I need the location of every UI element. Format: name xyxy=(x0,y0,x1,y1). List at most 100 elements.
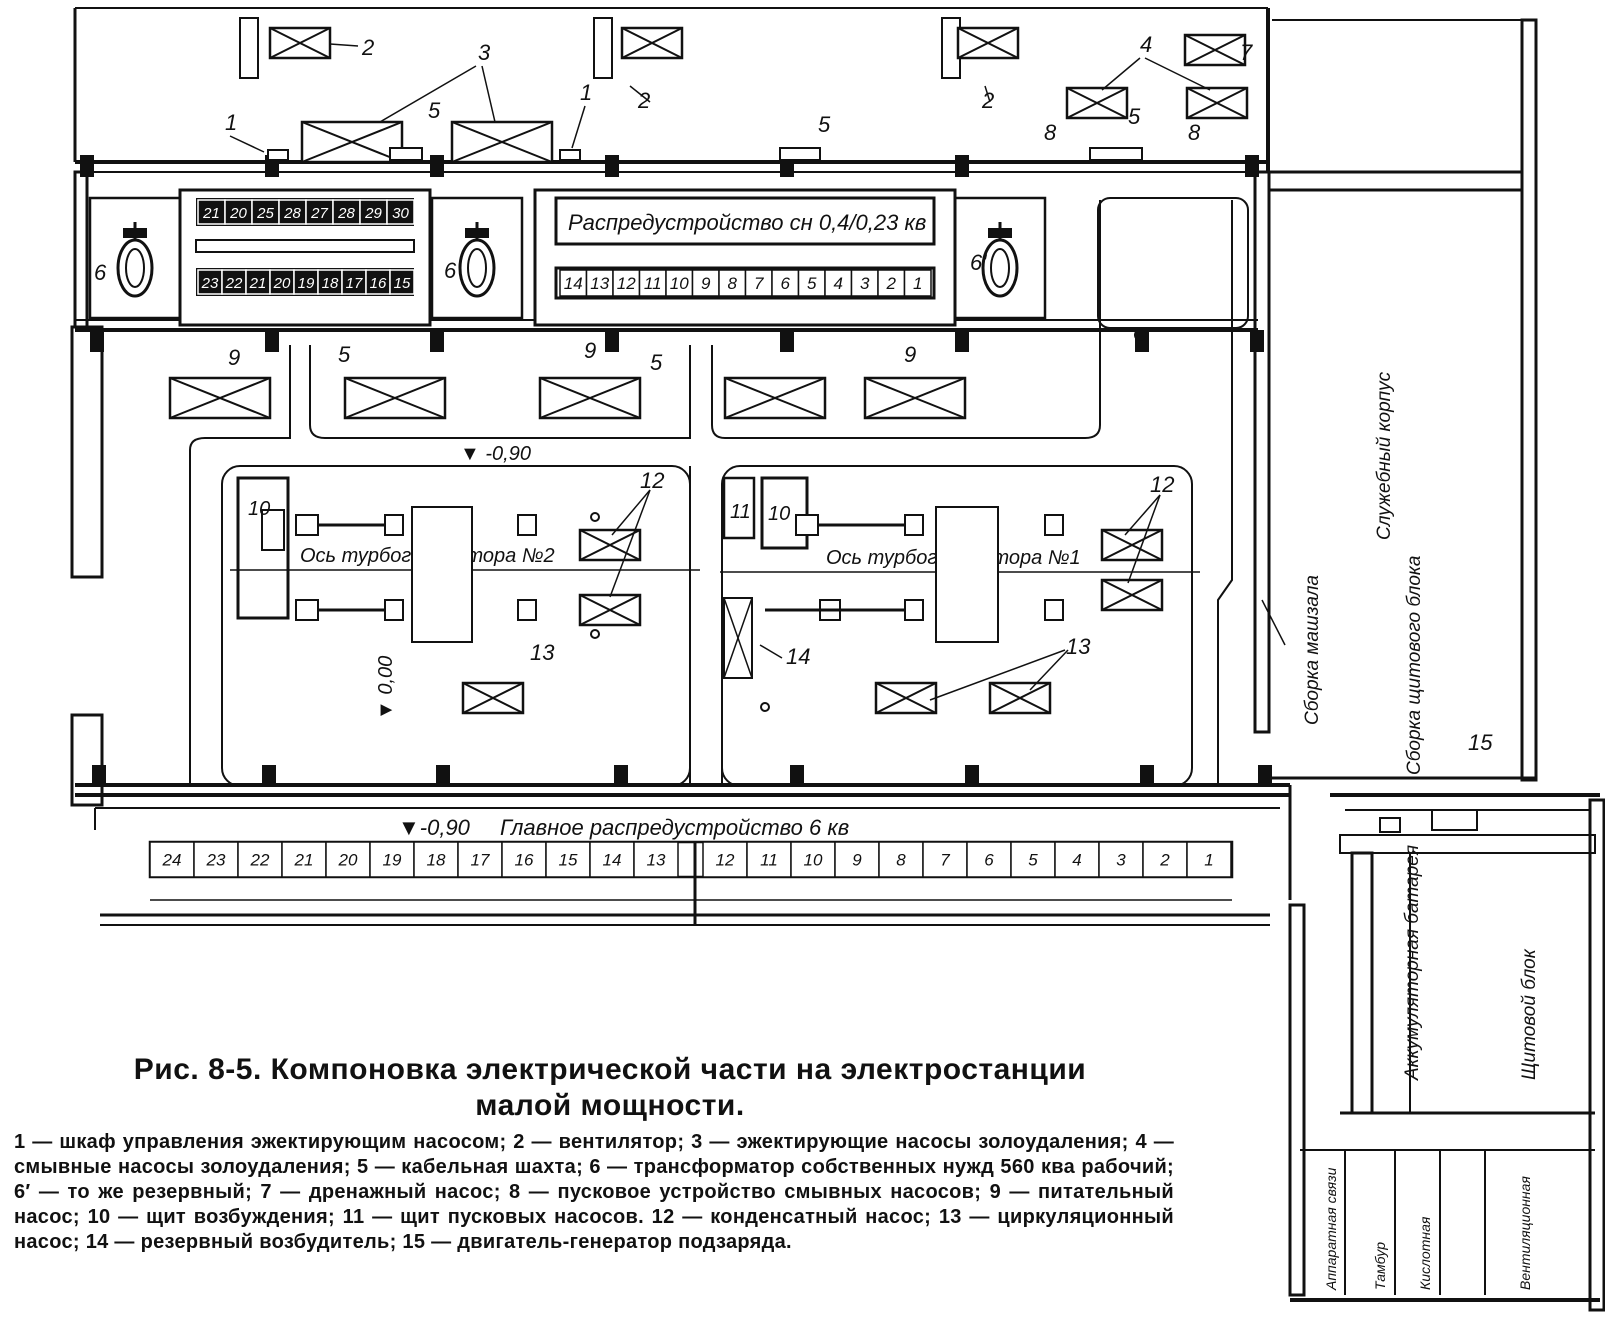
sw04-right-cell-label: 4 xyxy=(834,274,843,293)
sw04-right-cell-label: 11 xyxy=(644,274,662,293)
sw04-right-cell-label: 7 xyxy=(754,274,764,293)
sw04-right-cell-label: 2 xyxy=(886,274,897,293)
sw04-lower-cell-label: 23 xyxy=(201,275,219,292)
main-left-cell-label: 21 xyxy=(294,851,314,870)
main-right-cell-label: 9 xyxy=(852,851,862,870)
sw04-right-cell xyxy=(824,269,853,297)
sw04-right-cell xyxy=(797,269,826,297)
main-left-cell-label: 22 xyxy=(250,851,270,870)
sw04-upper-cell xyxy=(197,199,226,225)
sw04-lower-cell-label: 20 xyxy=(273,275,291,292)
sw04-upper-cell-label: 20 xyxy=(229,205,247,222)
main-left-cell xyxy=(237,841,283,878)
sw04-lower-cell-label: 21 xyxy=(249,275,267,292)
level-mark-zero: ▼ 0,00 xyxy=(375,656,397,720)
main-right-cell xyxy=(1054,841,1100,878)
level-mark-pit: ▼ -0,90 xyxy=(460,443,531,465)
panel-block-annex xyxy=(1288,793,1605,1312)
sw04-upper-cell-label: 21 xyxy=(202,205,220,222)
sw04-right-cell-label: 3 xyxy=(860,274,870,293)
main-left-cell-label: 14 xyxy=(603,851,622,870)
room-2-label: Тамбур xyxy=(1372,1242,1388,1290)
sw04-upper-cell xyxy=(359,199,388,225)
main-right-cell xyxy=(1010,841,1056,878)
sw04-right-cell-label: 5 xyxy=(807,274,817,293)
turbogenerator-1 xyxy=(722,476,1164,715)
sw04-right-cell-label: 6 xyxy=(781,274,791,293)
marker-6p-b: 6' xyxy=(970,250,987,275)
panel-block-label: Щитовой блок xyxy=(1519,948,1540,1080)
service-corridor-label: Служебный корпус xyxy=(1374,371,1395,540)
main-right-cell-label: 5 xyxy=(1028,851,1038,870)
main-right-cell xyxy=(702,841,748,878)
sw04-upper-cell xyxy=(386,199,415,225)
main-right-cell-label: 12 xyxy=(716,851,735,870)
main-left-cell xyxy=(501,841,547,878)
sw04-right-cell-label: 10 xyxy=(670,274,689,293)
main-left-cell xyxy=(281,841,327,878)
main-right-cell xyxy=(922,841,968,878)
main-right-cell xyxy=(746,841,792,878)
marker-5d: 5 xyxy=(338,342,351,367)
main-left-cell xyxy=(545,841,591,878)
marker-12b: 12 xyxy=(1150,472,1174,497)
main-right-cell xyxy=(1186,841,1232,878)
marker-4: 4 xyxy=(1140,32,1152,57)
main-right-cell xyxy=(1142,841,1188,878)
main-left-cell-label: 18 xyxy=(427,851,446,870)
main-left-cell xyxy=(413,841,459,878)
marker-13b: 13 xyxy=(1066,634,1091,659)
battery-label: Аккумуляторная батарея xyxy=(1402,845,1423,1081)
sw04-right-cell xyxy=(559,269,588,297)
main-left-cell xyxy=(369,841,415,878)
main-switchgear-label: Главное распредустройство 6 кв xyxy=(500,815,849,840)
marker-6: 6 xyxy=(94,260,107,285)
caption-line-2: малой мощности. xyxy=(475,1089,745,1122)
main-left-cell xyxy=(193,841,239,878)
sw04-lower-cell-label: 18 xyxy=(322,275,339,292)
turbogenerator-2 xyxy=(236,476,642,715)
sw04-upper-cell xyxy=(332,199,361,225)
sw04-right-cell-label: 14 xyxy=(564,274,583,293)
main-left-cell-label: 13 xyxy=(647,851,666,870)
main-left-cell xyxy=(457,841,503,878)
sw04-upper-cell xyxy=(278,199,307,225)
sw04-lower-cell xyxy=(245,269,271,295)
main-right-cell-label: 1 xyxy=(1204,851,1213,870)
sw04-lower-cell xyxy=(389,269,415,295)
marker-10a: 10 xyxy=(248,498,270,520)
sw04-right-cell-label: 1 xyxy=(913,274,922,293)
sw04-lower-cell xyxy=(365,269,391,295)
sw04-upper-cell xyxy=(305,199,334,225)
marker-14: 14 xyxy=(786,644,810,669)
main-right-cell xyxy=(1098,841,1144,878)
level-mark-main: ▼-0,90 xyxy=(398,815,471,840)
main-right-cell xyxy=(790,841,836,878)
main-right-cell-label: 8 xyxy=(896,851,906,870)
sw04-upper-cell-label: 25 xyxy=(256,205,274,222)
panel-assembly-label: Сборка щитового блока xyxy=(1404,556,1425,775)
main-right-cell-label: 10 xyxy=(804,851,823,870)
main-left-cell xyxy=(149,841,195,878)
main-left-cell-label: 16 xyxy=(515,851,534,870)
marker-2c: 2 xyxy=(981,88,994,113)
caption-line-1: Рис. 8-5. Компоновка электрической части… xyxy=(133,1053,1087,1086)
sw04-upper-cell xyxy=(224,199,253,225)
marker-8a: 8 xyxy=(1044,120,1057,145)
sw04-lower-cell xyxy=(221,269,247,295)
sw04-right-cell-label: 8 xyxy=(728,274,738,293)
main-right-cell-label: 6 xyxy=(984,851,994,870)
sw04-lower-cell-label: 15 xyxy=(394,275,411,292)
marker-8b: 8 xyxy=(1188,120,1201,145)
switchgear-04-right xyxy=(533,188,957,327)
main-left-cell-label: 20 xyxy=(338,851,358,870)
fans-row xyxy=(239,17,1247,79)
main-left-cell-label: 19 xyxy=(383,851,402,870)
sw04-right-cell-label: 13 xyxy=(590,274,609,293)
marker-7: 7 xyxy=(1240,40,1253,65)
main-right-cell xyxy=(966,841,1012,878)
marker-9b: 9 xyxy=(584,338,596,363)
